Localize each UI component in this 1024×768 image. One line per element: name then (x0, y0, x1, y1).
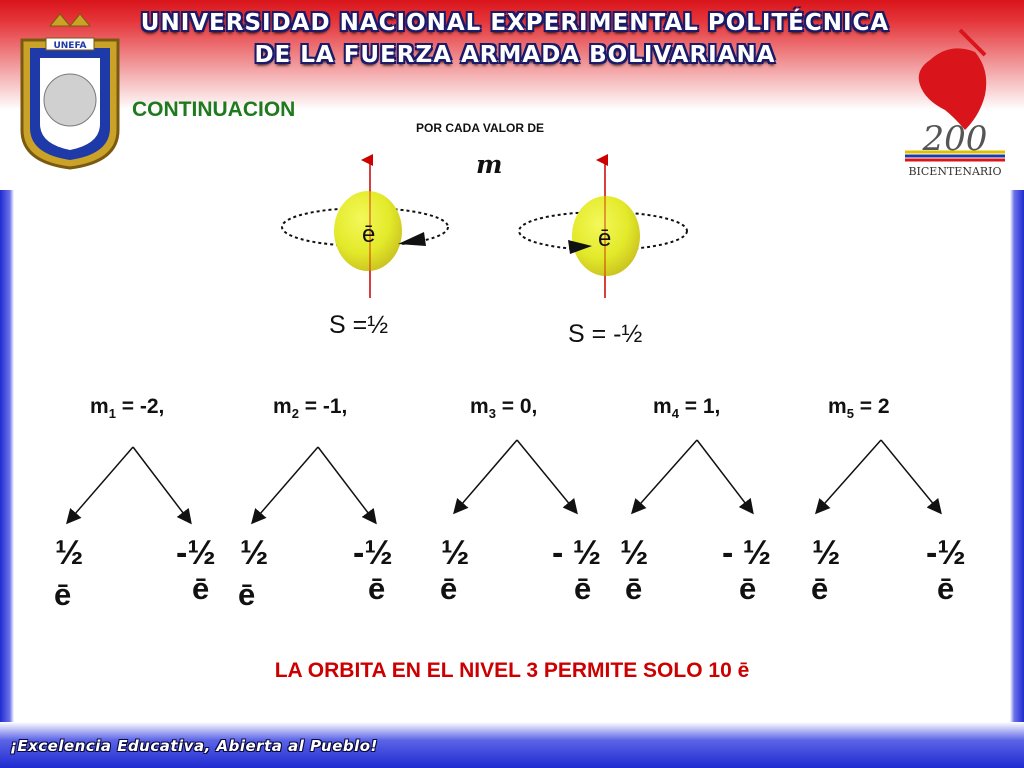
spin-symbol: m (476, 150, 503, 179)
branch-arrow-m1-up (66, 446, 134, 525)
electron-m3-up: ē (440, 571, 458, 606)
spin-down-m5: -½ (926, 534, 966, 572)
orbital-m3: m3 = 0, (470, 395, 538, 422)
branch-arrow-m4-down (696, 439, 754, 515)
spin-up-m1: ½ (55, 534, 84, 572)
frame-left (0, 190, 14, 750)
frame-right (1010, 190, 1024, 750)
section-title: CONTINUACION (132, 98, 296, 121)
electron-m2-up: ē (238, 577, 256, 612)
university-title-line1: UNIVERSIDAD NACIONAL EXPERIMENTAL POLITÉ… (140, 10, 890, 36)
spin-up-m2: ½ (240, 534, 269, 572)
electron-m5-up: ē (811, 571, 829, 606)
branch-arrow-m3-up (453, 439, 518, 515)
orbital-m1: m1 = -2, (90, 395, 165, 422)
orbital-m5: m5 = 2 (828, 395, 890, 422)
electron-spin-down: ē (518, 154, 688, 298)
spin-down-m3: - ½ (552, 534, 602, 572)
electron-spin-up: ē (281, 154, 449, 298)
seal-text: UNEFA (53, 41, 86, 51)
electron-symbol-left: ē (362, 221, 375, 248)
orbital-m2: m2 = -1, (273, 395, 348, 422)
branch-arrow-m3-down (516, 439, 578, 515)
branch-arrow-m5-up (815, 439, 882, 515)
spin-label-up: S =½ (329, 311, 389, 339)
electron-m2-down: ē (368, 571, 386, 606)
branch-arrow-m4-up (631, 439, 698, 515)
spin-down-m2: -½ (353, 534, 393, 572)
electron-symbol-right: ē (598, 225, 611, 252)
orbital-m4: m4 = 1, (653, 395, 721, 422)
frame-bottom (0, 722, 1024, 768)
branch-arrow-m5-down (880, 439, 942, 515)
bicentenario-logo: 200 BICENTENARIO (905, 28, 1005, 178)
branch-arrow-m2-up (251, 446, 319, 525)
spin-label-down: S = -½ (568, 320, 643, 348)
orbital-branches (66, 439, 942, 525)
spin-up-m4: ½ (620, 534, 649, 572)
spin-up-m3: ½ (441, 534, 470, 572)
branch-arrow-m1-down (132, 446, 192, 525)
electron-m3-down: ē (574, 571, 592, 606)
electron-m1-up: ē (54, 577, 72, 612)
header-banner (0, 0, 1024, 200)
spin-down-m1: -½ (176, 534, 216, 572)
spin-up-m5: ½ (812, 534, 841, 572)
electron-m4-up: ē (625, 571, 643, 606)
spin-down-m4: - ½ (722, 534, 772, 572)
electron-m1-down: ē (192, 571, 210, 606)
bicentenario-text: BICENTENARIO (908, 165, 1001, 178)
branch-arrow-m2-down (317, 446, 377, 525)
conclusion-text: LA ORBITA EN EL NIVEL 3 PERMITE SOLO 10 … (274, 659, 750, 682)
unefa-seal-logo: UNEFA (20, 13, 120, 170)
university-title-line2: DE LA FUERZA ARMADA BOLIVARIANA (254, 42, 776, 68)
electron-m5-down: ē (937, 571, 955, 606)
spin-caption: POR CADA VALOR DE (416, 121, 545, 135)
footer-slogan: ¡Excelencia Educativa, Abierta al Pueblo… (10, 737, 378, 755)
electron-m4-down: ē (739, 571, 757, 606)
